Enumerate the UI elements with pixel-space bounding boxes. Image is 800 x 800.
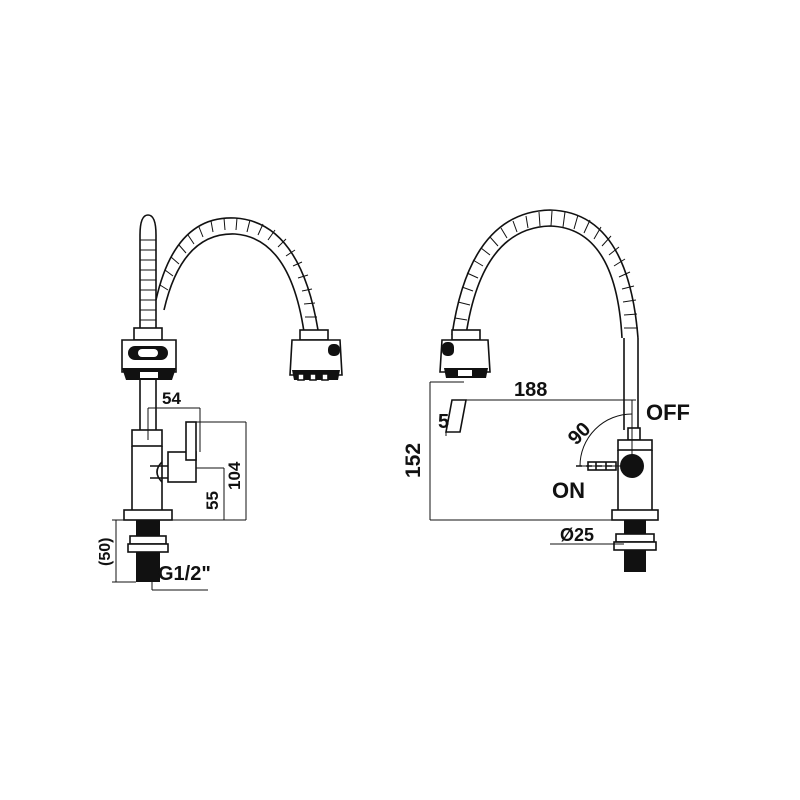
dim-104-label: 104 — [225, 461, 244, 490]
dim-50-label: (50) — [97, 538, 114, 566]
front-hose-back-ribs — [140, 239, 156, 321]
dim-55: 55 — [196, 467, 225, 520]
dim-188: 188 — [464, 379, 636, 401]
front-hose-arc-outer — [155, 217, 319, 331]
dim-5: 5 — [438, 411, 449, 433]
dim-104: 104 — [172, 421, 247, 521]
side-view: 90 188 5 152 Ø25 OFF ON — [402, 209, 690, 572]
dim-54-label: 54 — [162, 389, 181, 408]
front-neck — [139, 380, 157, 430]
side-hose-arc-outer — [451, 209, 639, 339]
front-hose-back — [139, 214, 157, 330]
side-body — [587, 427, 659, 521]
off-label: OFF — [646, 400, 690, 425]
front-view: 54 104 55 (50) G1/2" — [97, 214, 343, 591]
front-body — [123, 421, 197, 521]
dim-55-label: 55 — [203, 491, 222, 510]
thread-callout: G1/2" — [151, 563, 211, 591]
front-hose-arc-ribs — [159, 217, 317, 318]
dim-188-label: 188 — [514, 379, 547, 401]
side-lever — [445, 399, 467, 436]
dim-50: (50) — [97, 519, 136, 583]
dim-90-label: 90 — [564, 418, 595, 449]
dim-25: Ø25 — [550, 525, 624, 545]
dim-90: 90 — [564, 400, 633, 467]
front-shank — [127, 520, 169, 582]
side-hose-arc-inner — [465, 225, 623, 339]
dim-25-label: Ø25 — [560, 525, 594, 545]
dim-5-label: 5 — [438, 411, 449, 433]
front-spray-head-left — [121, 327, 177, 380]
thread-label: G1/2" — [158, 563, 211, 585]
front-spray-head-right — [289, 329, 343, 381]
side-spout-stem — [623, 338, 639, 430]
front-hose-arc-inner — [163, 233, 305, 333]
side-hose-arc-ribs — [454, 210, 638, 329]
side-spray-head — [439, 329, 491, 378]
dim-54: 54 — [147, 389, 201, 452]
dim-152: 152 — [402, 381, 612, 521]
on-label: ON — [552, 478, 585, 503]
side-shank — [613, 520, 657, 572]
dim-152-label: 152 — [402, 443, 425, 478]
